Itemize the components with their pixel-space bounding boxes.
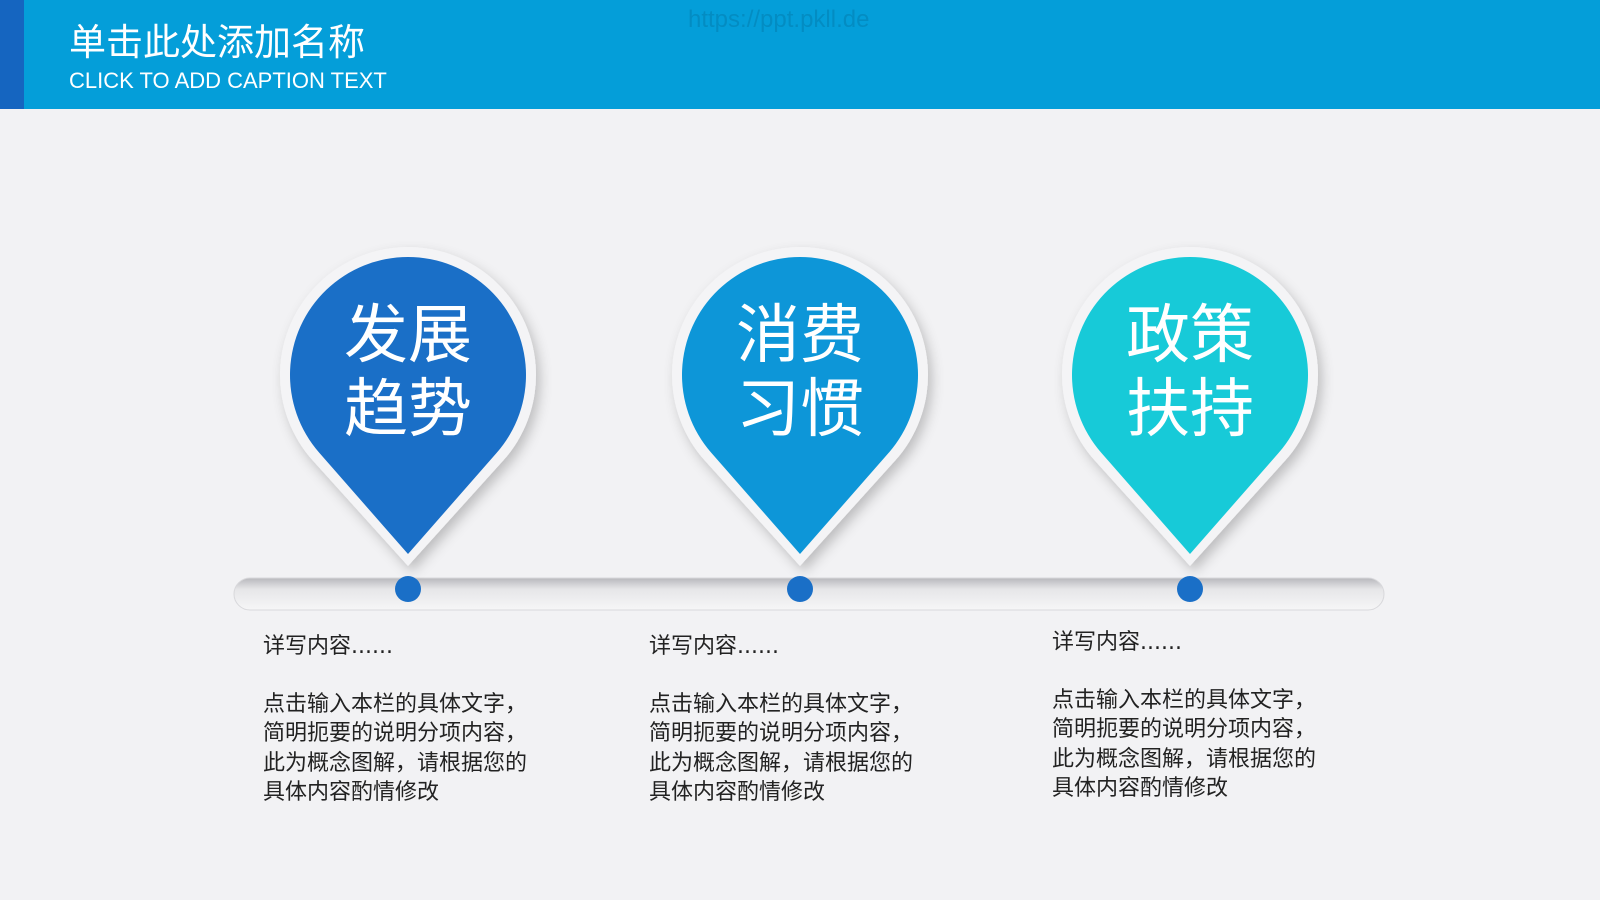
pin-body (289, 257, 526, 554)
description-block[interactable]: 详写内容...... 点击输入本栏的具体文字， 简明扼要的说明分项内容， 此为概念图解… (263, 632, 527, 808)
timeline-dot (1177, 576, 1203, 602)
header-accent-strip (0, 0, 24, 109)
description-heading: 详写内容...... (649, 634, 779, 659)
pin-label: 发展 (344, 299, 472, 373)
slide-title[interactable]: 单击此处添加名称 (69, 21, 365, 64)
slide-header: 单击此处添加名称 CLICK TO ADD CAPTION TEXT https… (0, 0, 1600, 109)
description-heading: 详写内容...... (263, 634, 393, 659)
description-line: 此为概念图解，请根据您的 (649, 750, 914, 776)
description-line: 点击输入本栏的具体文字， (649, 691, 914, 717)
pin-body (1072, 257, 1308, 554)
description-line: 简明扼要的说明分项内容， (649, 721, 914, 746)
description-line: 此为概念图解，请根据您的 (263, 750, 528, 776)
description-heading: 详写内容...... (1052, 630, 1182, 655)
description-line: 具体内容酌情修改 (1052, 776, 1229, 801)
description-line: 点击输入本栏的具体文字， (263, 691, 528, 717)
description-line: 简明扼要的说明分项内容， (1052, 717, 1317, 742)
watermark: https://ppt.pkll.de (688, 6, 870, 33)
pin-label: 消费 (736, 299, 864, 373)
description-block[interactable]: 详写内容...... 点击输入本栏的具体文字， 简明扼要的说明分项内容， 此为概念图解… (1052, 628, 1316, 804)
timeline-dot (395, 576, 421, 602)
pin-label: 习惯 (736, 373, 864, 447)
description-line: 简明扼要的说明分项内容， (263, 721, 528, 746)
timeline-dot (787, 576, 813, 602)
pin-label: 政策 (1126, 299, 1254, 373)
pin-body (682, 257, 918, 554)
description-block[interactable]: 详写内容...... 点击输入本栏的具体文字， 简明扼要的说明分项内容， 此为概念图解… (649, 632, 913, 808)
description-line: 点击输入本栏的具体文字， (1052, 687, 1317, 713)
slide-caption[interactable]: CLICK TO ADD CAPTION TEXT (69, 68, 387, 93)
description-line: 具体内容酌情修改 (263, 780, 440, 805)
pin-label: 趋势 (344, 373, 472, 447)
pin-label: 扶持 (1126, 373, 1254, 447)
description-line: 具体内容酌情修改 (649, 780, 826, 805)
description-line: 此为概念图解，请根据您的 (1052, 746, 1317, 772)
